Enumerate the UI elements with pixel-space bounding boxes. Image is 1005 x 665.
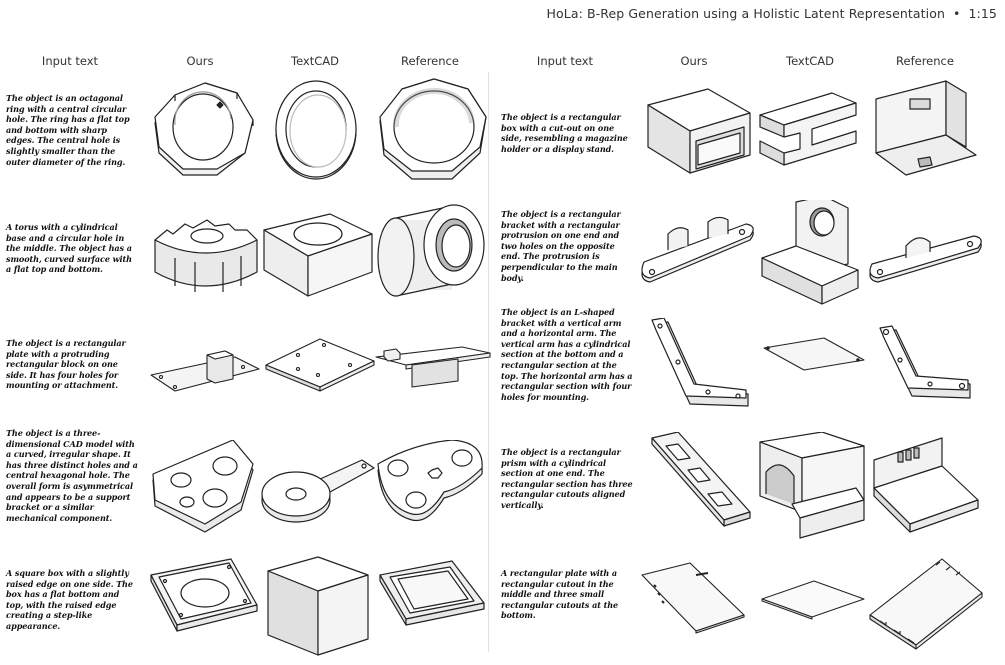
ours-magazine-holder-render [638, 75, 758, 185]
ours-slotted-prism-render [638, 432, 758, 542]
ours-l-bracket-render [638, 318, 758, 428]
column-divider [488, 72, 489, 652]
col-head-input-text-left: Input text [41, 54, 99, 68]
textcad-plate-render [258, 325, 378, 435]
textcad-thin-plate-render [752, 318, 872, 428]
page-number: 1:15 [968, 6, 997, 21]
input-text-right-5: A rectangular plate with a rectangular c… [501, 568, 619, 621]
reference-rect-bracket-render [866, 200, 986, 310]
reference-cylinder-render [372, 200, 492, 310]
textcad-cube-render [258, 555, 378, 665]
textcad-ring-render [258, 75, 378, 185]
textcad-lever-render [258, 440, 378, 550]
input-text-left-5: A square box with a slightly raised edge… [6, 568, 133, 631]
ours-plate-with-block-render [145, 325, 265, 435]
ours-rect-bracket-render [638, 200, 758, 310]
textcad-u-shape-render [752, 75, 872, 185]
reference-hex-hole-bracket-render [372, 440, 492, 550]
input-text-left-2: A torus with a cylindrical base and a ci… [6, 222, 132, 275]
ours-octagonal-ring-render [145, 75, 265, 185]
textcad-block-render [258, 200, 378, 310]
col-head-reference-left: Reference [401, 54, 459, 68]
textcad-flat-plate-render [752, 555, 872, 665]
input-text-right-4: The object is a rectangular prism with a… [501, 447, 633, 510]
ours-square-box-frame-render [145, 555, 265, 665]
input-text-left-4: The object is a three-dimensional CAD mo… [6, 428, 138, 523]
textcad-l-block-render [752, 200, 872, 310]
reference-plate-notches-render [866, 555, 986, 665]
col-head-ours-left: Ours [186, 54, 214, 68]
input-text-right-3: The object is an L-shaped bracket with a… [501, 307, 633, 402]
textcad-arch-block-render [752, 432, 872, 542]
reference-plate-with-block-render [372, 325, 492, 435]
running-head-separator: • [953, 6, 961, 21]
input-text-right-1: The object is a rectangular box with a c… [501, 112, 628, 154]
running-head-title: HoLa: B-Rep Generation using a Holistic … [546, 6, 946, 21]
input-text-left-1: The object is an octagonal ring with a c… [6, 93, 130, 167]
ours-gear-torus-render [145, 200, 265, 310]
reference-raised-frame-render [372, 555, 492, 665]
reference-l-bracket-render [866, 318, 986, 428]
reference-slot-wall-render [866, 432, 986, 542]
col-head-textcad-left: TextCAD [290, 54, 340, 68]
running-head: HoLa: B-Rep Generation using a Holistic … [547, 6, 997, 21]
col-head-ours-right: Ours [680, 54, 708, 68]
input-text-left-3: The object is a rectangular plate with a… [6, 338, 126, 391]
ours-bracket-three-holes-render [145, 440, 265, 550]
reference-octagonal-ring-render [372, 75, 492, 185]
col-head-textcad-right: TextCAD [785, 54, 835, 68]
ours-plate-cutouts-render [638, 555, 758, 665]
input-text-right-2: The object is a rectangular bracket with… [501, 209, 621, 283]
col-head-reference-right: Reference [896, 54, 954, 68]
reference-display-stand-render [866, 75, 986, 185]
col-head-input-text-right: Input text [536, 54, 594, 68]
